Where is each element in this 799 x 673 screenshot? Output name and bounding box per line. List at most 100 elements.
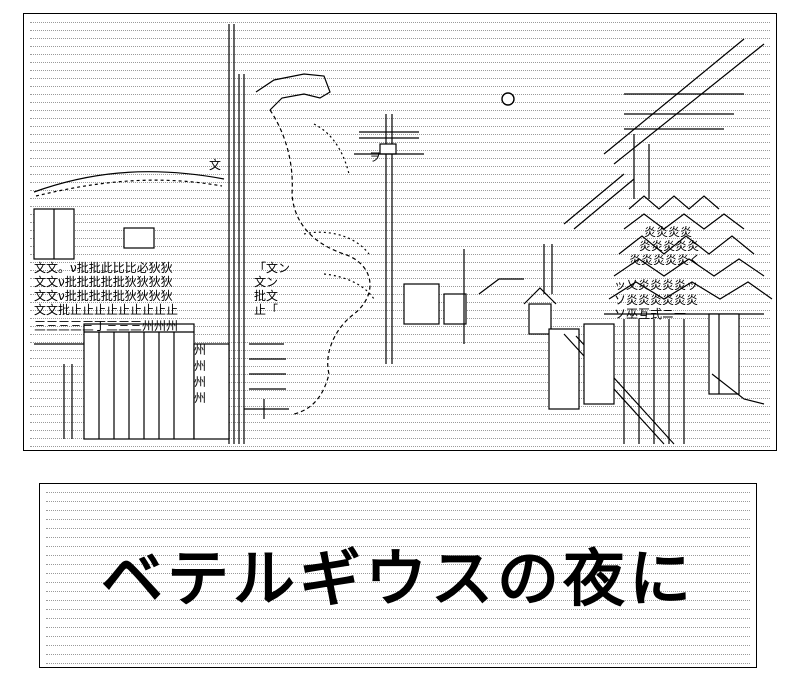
- dotted-row: [46, 591, 750, 592]
- dotted-row: [30, 150, 770, 151]
- dotted-row: [46, 546, 750, 547]
- moon-icon: [501, 92, 515, 106]
- title-text: ベテルギウスの夜に: [100, 542, 695, 615]
- dotted-row: [46, 582, 750, 583]
- svg-text:炎炎炎炎炎: 炎炎炎炎炎: [639, 239, 699, 253]
- svg-text:「文ン: 「文ン: [254, 260, 290, 275]
- dotted-row: [30, 182, 770, 183]
- svg-text:文文。ν批批此比比必狄狄: 文文。ν批批此比比必狄狄: [34, 260, 173, 275]
- ascii-art-scene: 文文。ν批批此比比必狄狄 文文ν批批批批批狄狄狄狄 文文ν批批批批批狄狄狄狄 文…: [23, 13, 777, 451]
- title-panel: ベテルギウスの夜に: [39, 483, 757, 668]
- dotted-row: [30, 238, 770, 239]
- svg-text:文ン: 文ン: [254, 274, 278, 289]
- dotted-row: [46, 654, 750, 655]
- dotted-row: [46, 600, 750, 601]
- dotted-background: [40, 484, 756, 667]
- dotted-row: [46, 537, 750, 538]
- dotted-row: [30, 102, 770, 103]
- svg-text:炎炎炎炎: 炎炎炎炎: [644, 225, 692, 239]
- dotted-row: [46, 618, 750, 619]
- dotted-row: [30, 382, 770, 383]
- dotted-row: [30, 230, 770, 231]
- svg-text:ヲ: ヲ: [369, 150, 381, 164]
- dotted-row: [46, 645, 750, 646]
- svg-text:三三三三三丁三三三州州州: 三三三三三丁三三三州州州: [34, 319, 178, 333]
- dotted-row: [46, 528, 750, 529]
- dotted-row: [30, 166, 770, 167]
- dotted-row: [30, 374, 770, 375]
- svg-text:州: 州: [194, 359, 206, 373]
- dotted-row: [30, 438, 770, 439]
- dotted-row: [46, 501, 750, 502]
- dotted-row: [30, 350, 770, 351]
- dotted-row: [30, 302, 770, 303]
- dotted-row: [30, 22, 770, 23]
- dotted-row: [30, 422, 770, 423]
- svg-text:ッ乂炎炎炎炎ッ: ッ乂炎炎炎炎ッ: [614, 278, 698, 292]
- dotted-row: [30, 214, 770, 215]
- svg-text:文: 文: [209, 157, 221, 172]
- dotted-row: [30, 278, 770, 279]
- dotted-row: [30, 446, 770, 447]
- dotted-row: [30, 94, 770, 95]
- dotted-row: [30, 70, 770, 71]
- dotted-row: [30, 78, 770, 79]
- dotted-row: [30, 294, 770, 295]
- scene-lineart: 文文。ν批批此比比必狄狄 文文ν批批批批批狄狄狄狄 文文ν批批批批批狄狄狄狄 文…: [33, 24, 773, 445]
- dotted-row: [30, 86, 770, 87]
- dotted-row: [30, 110, 770, 111]
- dotted-row: [30, 158, 770, 159]
- dotted-row: [46, 564, 750, 565]
- dotted-row: [30, 334, 770, 335]
- dotted-row: [46, 519, 750, 520]
- dotted-background: [24, 14, 776, 450]
- dotted-row: [46, 636, 750, 637]
- svg-text:州: 州: [194, 391, 206, 405]
- dotted-row: [30, 270, 770, 271]
- dotted-row: [30, 262, 770, 263]
- dotted-row: [30, 358, 770, 359]
- svg-text:文文批止止止止止止止止止: 文文批止止止止止止止止止: [34, 302, 178, 317]
- svg-text:炎炎炎炎炎く: 炎炎炎炎炎く: [629, 253, 701, 267]
- dotted-row: [30, 118, 770, 119]
- dotted-row: [30, 414, 770, 415]
- svg-text:州: 州: [194, 343, 206, 357]
- dotted-row: [30, 54, 770, 55]
- dotted-row: [46, 510, 750, 511]
- dotted-row: [30, 134, 770, 135]
- dotted-row: [30, 390, 770, 391]
- svg-text:文文ν批批批批批狄狄狄狄: 文文ν批批批批批狄狄狄狄: [34, 288, 173, 303]
- svg-text:州: 州: [194, 375, 206, 389]
- dotted-row: [30, 286, 770, 287]
- dotted-row: [30, 342, 770, 343]
- svg-text:止「: 止「: [254, 303, 278, 317]
- dotted-row: [46, 492, 750, 493]
- dotted-row: [30, 174, 770, 175]
- dotted-row: [30, 38, 770, 39]
- svg-text:文文ν批批批批批狄狄狄狄: 文文ν批批批批批狄狄狄狄: [34, 274, 173, 289]
- dotted-row: [46, 663, 750, 664]
- dotted-row: [30, 366, 770, 367]
- dotted-row: [30, 198, 770, 199]
- dotted-row: [30, 222, 770, 223]
- dotted-row: [30, 126, 770, 127]
- dotted-row: [30, 430, 770, 431]
- dotted-row: [30, 190, 770, 191]
- dotted-row: [30, 62, 770, 63]
- dotted-row: [46, 555, 750, 556]
- dotted-row: [30, 46, 770, 47]
- svg-text:ソ炎炎炎炎炎炎: ソ炎炎炎炎炎炎: [614, 293, 698, 307]
- dotted-row: [46, 609, 750, 610]
- dotted-row: [30, 406, 770, 407]
- dotted-row: [30, 142, 770, 143]
- dotted-row: [30, 398, 770, 399]
- dotted-row: [46, 573, 750, 574]
- dotted-row: [30, 206, 770, 207]
- dotted-row: [30, 254, 770, 255]
- dotted-row: [30, 318, 770, 319]
- dotted-row: [46, 627, 750, 628]
- svg-text:ソ巫互式ニ一: ソ巫互式ニ一: [614, 307, 686, 321]
- dotted-row: [30, 326, 770, 327]
- dotted-row: [30, 310, 770, 311]
- dotted-row: [30, 30, 770, 31]
